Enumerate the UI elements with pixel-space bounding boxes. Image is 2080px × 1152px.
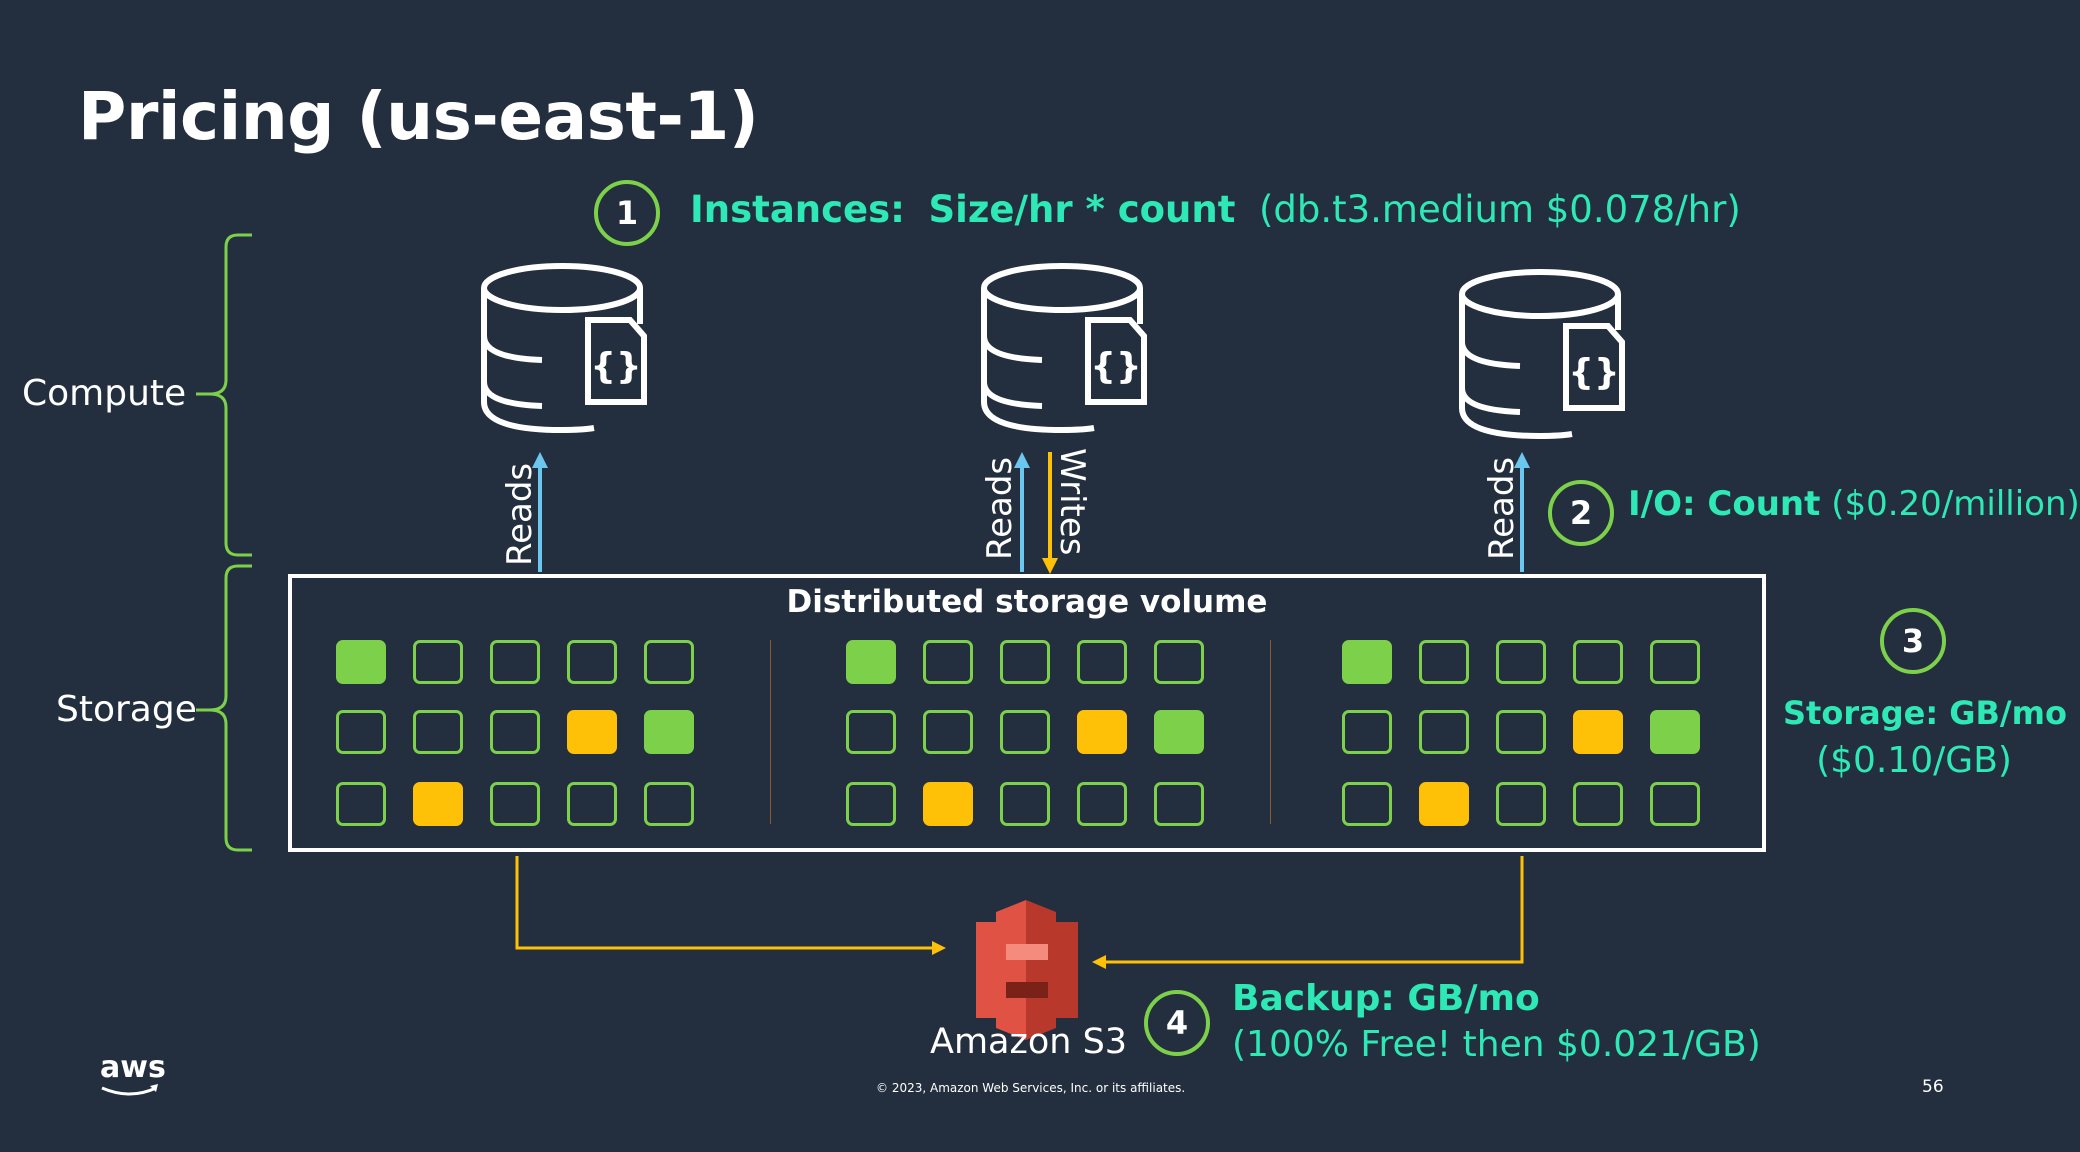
backup-arrowhead-right bbox=[1092, 955, 1106, 969]
reads-label-middle: Reads bbox=[980, 456, 1020, 560]
storage-cell bbox=[923, 640, 973, 684]
storage-cell bbox=[336, 640, 386, 684]
aws-logo-arrow bbox=[150, 1084, 158, 1092]
reads-label-left: Reads bbox=[500, 462, 540, 566]
reads-label-right: Reads bbox=[1482, 456, 1522, 560]
storage-cell bbox=[644, 710, 694, 754]
compute-label: Compute bbox=[22, 373, 187, 414]
svg-text:{}: {} bbox=[590, 346, 641, 387]
instances-formula: Size/hr * count bbox=[928, 188, 1236, 231]
compute-bracket bbox=[209, 233, 252, 557]
storage-cell bbox=[490, 640, 540, 684]
callout-number-4: 4 bbox=[1144, 990, 1210, 1056]
storage-cell bbox=[1342, 710, 1392, 754]
storage-cell bbox=[567, 782, 617, 826]
backup-line-right bbox=[1104, 856, 1524, 964]
storage-cell bbox=[846, 640, 896, 684]
reads-arrowhead-left bbox=[532, 452, 548, 468]
amazon-s3-icon bbox=[976, 900, 1078, 1040]
storage-cell bbox=[1419, 782, 1469, 826]
storage-cell bbox=[490, 782, 540, 826]
storage-cell bbox=[923, 782, 973, 826]
storage-cell bbox=[1419, 640, 1469, 684]
io-detail: ($0.20/million) bbox=[1831, 484, 2080, 524]
writes-label: Writes bbox=[1052, 448, 1092, 556]
backup-label: Backup: GB/mo bbox=[1232, 978, 1540, 1019]
instances-detail: (db.t3.medium $0.078/hr) bbox=[1258, 188, 1741, 231]
storage-cell bbox=[1077, 710, 1127, 754]
instances-label: Instances: bbox=[690, 188, 905, 231]
database-icon-3: {} bbox=[1459, 269, 1625, 440]
database-icon-2: {} bbox=[981, 263, 1147, 434]
amazon-s3-label: Amazon S3 bbox=[930, 1022, 1128, 1062]
svg-text:{}: {} bbox=[1568, 352, 1619, 393]
callout-number-1: 1 bbox=[594, 180, 660, 246]
callout-number-2: 2 bbox=[1548, 480, 1614, 546]
storage-cell bbox=[1342, 782, 1392, 826]
storage-cell bbox=[1419, 710, 1469, 754]
storage-cell bbox=[1496, 782, 1546, 826]
storage-cell bbox=[567, 640, 617, 684]
instances-pricing: Instances: Size/hr * count (db.t3.medium… bbox=[690, 188, 1741, 231]
storage-cell bbox=[1650, 640, 1700, 684]
storage-volume-title: Distributed storage volume bbox=[786, 584, 1268, 620]
storage-cell bbox=[413, 640, 463, 684]
svg-text:{}: {} bbox=[1090, 346, 1141, 387]
storage-cell bbox=[1000, 640, 1050, 684]
storage-cell bbox=[1573, 782, 1623, 826]
backup-line-left bbox=[515, 856, 934, 950]
backup-arrowhead-left bbox=[932, 941, 946, 955]
storage-cell bbox=[567, 710, 617, 754]
storage-cell bbox=[413, 710, 463, 754]
storage-bracket-label: Storage bbox=[56, 689, 197, 730]
callout-number-3: 3 bbox=[1880, 608, 1946, 674]
storage-label: Storage: GB/mo bbox=[1783, 694, 2067, 732]
storage-cell bbox=[413, 782, 463, 826]
storage-cell bbox=[846, 782, 896, 826]
storage-cell bbox=[1650, 710, 1700, 754]
storage-cell bbox=[1000, 782, 1050, 826]
reads-arrowhead-right bbox=[1514, 452, 1530, 468]
writes-arrowhead bbox=[1042, 558, 1058, 574]
storage-cell bbox=[1650, 782, 1700, 826]
storage-cell bbox=[846, 710, 896, 754]
storage-cell bbox=[1342, 640, 1392, 684]
storage-cell bbox=[1496, 640, 1546, 684]
storage-cell bbox=[336, 710, 386, 754]
aws-logo: aws bbox=[100, 1050, 166, 1085]
volume-divider-2 bbox=[1270, 640, 1271, 824]
storage-cell bbox=[1000, 710, 1050, 754]
io-label: I/O: Count bbox=[1628, 484, 1821, 524]
storage-cell bbox=[923, 710, 973, 754]
storage-cell bbox=[490, 710, 540, 754]
storage-cell bbox=[1154, 640, 1204, 684]
storage-cell bbox=[1573, 710, 1623, 754]
storage-cell bbox=[1496, 710, 1546, 754]
storage-cell bbox=[1573, 640, 1623, 684]
distributed-storage-volume bbox=[288, 574, 1766, 852]
storage-detail: ($0.10/GB) bbox=[1816, 740, 2012, 781]
storage-bracket bbox=[209, 564, 252, 852]
page-title: Pricing (us-east-1) bbox=[78, 78, 759, 155]
reads-arrowhead-middle bbox=[1014, 452, 1030, 468]
aws-logo-smile bbox=[101, 1086, 157, 1096]
storage-cell bbox=[1154, 782, 1204, 826]
copyright: © 2023, Amazon Web Services, Inc. or its… bbox=[876, 1081, 1186, 1095]
database-icon-1: {} bbox=[481, 263, 647, 434]
storage-cell bbox=[644, 782, 694, 826]
page-number: 56 bbox=[1922, 1077, 1944, 1097]
io-pricing: I/O: Count ($0.20/million) bbox=[1628, 484, 2080, 524]
storage-cell bbox=[1154, 710, 1204, 754]
storage-cell bbox=[1077, 640, 1127, 684]
volume-divider-1 bbox=[770, 640, 771, 824]
storage-cell bbox=[644, 640, 694, 684]
storage-cell bbox=[336, 782, 386, 826]
backup-detail: (100% Free! then $0.021/GB) bbox=[1232, 1024, 1761, 1065]
storage-cell bbox=[1077, 782, 1127, 826]
